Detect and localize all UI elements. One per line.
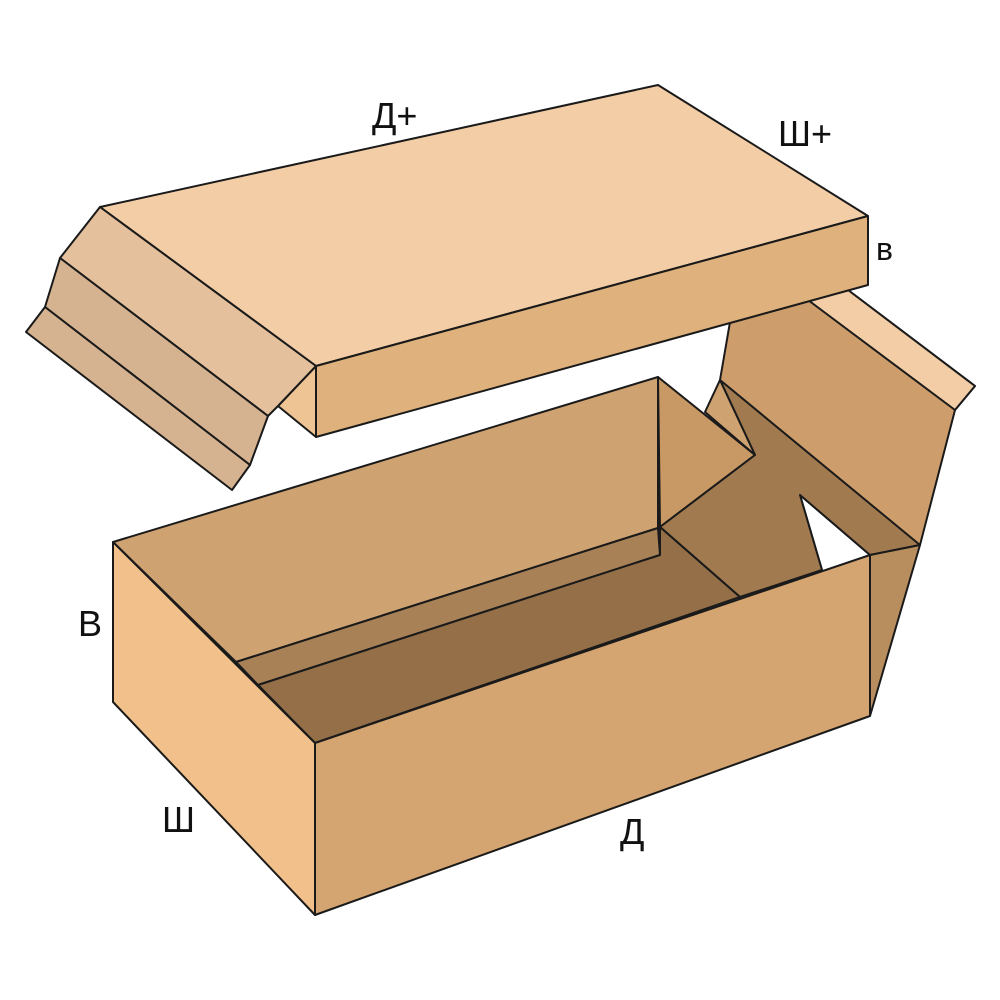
box-corner-fold-tip: [704, 379, 756, 456]
box-floor-crease: [659, 526, 741, 598]
box-right-flap: [869, 544, 921, 717]
box-front-face: [314, 554, 871, 916]
label-lid-width: Ш+: [778, 113, 832, 154]
label-box-height: В: [78, 603, 102, 644]
label-lid-height: в: [876, 231, 893, 267]
lid-left-flap-inner: [25, 306, 251, 491]
lid-left-flap-outer: [59, 206, 317, 417]
label-box-length: Д: [620, 811, 644, 852]
label-box-width: Ш: [162, 799, 195, 840]
label-lid-length: Д+: [372, 95, 417, 136]
